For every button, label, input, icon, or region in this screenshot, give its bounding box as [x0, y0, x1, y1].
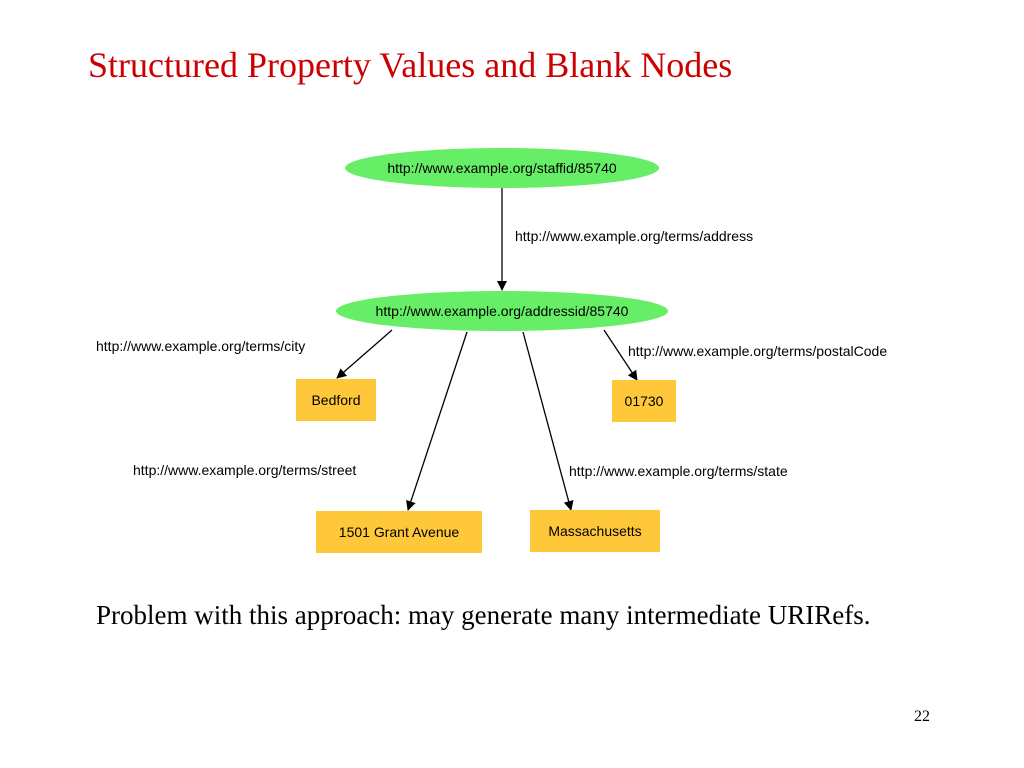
- edge-state: [522, 331, 574, 511]
- node-state-label: Massachusetts: [548, 523, 641, 539]
- node-postal: 01730: [612, 380, 676, 422]
- edge-label-postal: http://www.example.org/terms/postalCode: [628, 343, 887, 359]
- edge-label-address: http://www.example.org/terms/address: [515, 228, 753, 244]
- node-street-label: 1501 Grant Avenue: [339, 524, 460, 540]
- body-text: Problem with this approach: may generate…: [96, 600, 871, 630]
- node-address: http://www.example.org/addressid/85740: [336, 291, 668, 331]
- edge-street: [406, 331, 468, 511]
- edge-label-street: http://www.example.org/terms/street: [133, 462, 356, 478]
- node-postal-label: 01730: [625, 393, 664, 409]
- edge-postal: [603, 329, 638, 381]
- node-city-label: Bedford: [311, 392, 360, 408]
- edge-label-state: http://www.example.org/terms/state: [569, 463, 788, 479]
- slide-title: Structured Property Values and Blank Nod…: [88, 45, 733, 85]
- page-number: 22: [914, 708, 930, 725]
- node-staff: http://www.example.org/staffid/85740: [345, 148, 659, 188]
- node-city: Bedford: [296, 379, 376, 421]
- node-staff-label: http://www.example.org/staffid/85740: [387, 160, 617, 176]
- edge-label-city: http://www.example.org/terms/city: [96, 338, 305, 354]
- node-state: Massachusetts: [530, 510, 660, 552]
- edge-city: [336, 329, 393, 379]
- node-address-label: http://www.example.org/addressid/85740: [376, 303, 629, 319]
- node-street: 1501 Grant Avenue: [316, 511, 482, 553]
